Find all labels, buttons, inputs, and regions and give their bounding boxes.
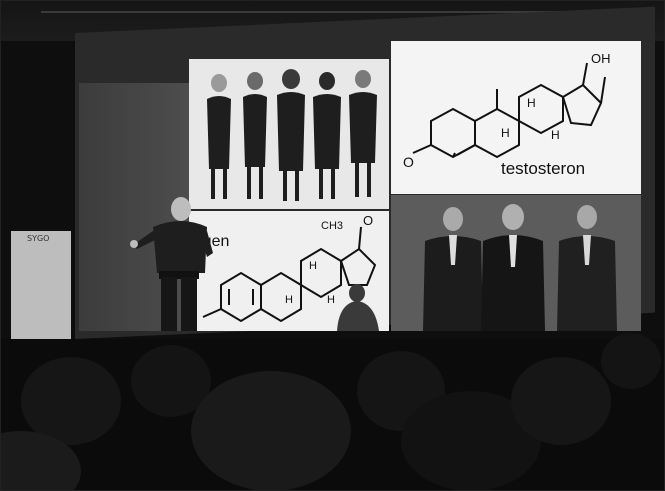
estrogen-methyl-label: CH3	[321, 220, 343, 232]
testosterone-oh-label: OH	[591, 51, 611, 66]
slide-panel-women	[189, 59, 389, 209]
ceiling-truss	[41, 11, 641, 13]
testosterone-label: testosteron	[501, 159, 586, 178]
women-group-photo	[189, 59, 389, 209]
slide-panel-testosterone: O OH H H H testosteron	[391, 41, 641, 194]
slide-panel-men	[391, 195, 641, 331]
speaker	[130, 197, 213, 331]
estrogen-molecule: CH3 O H H H	[202, 213, 379, 331]
side-banner	[11, 231, 71, 341]
testosterone-h-label: H	[551, 128, 560, 142]
testosterone-ketone-label: O	[403, 154, 414, 170]
testosterone-h-label: H	[501, 126, 510, 140]
estrogen-h-label: H	[327, 294, 335, 306]
estrogen-ketone-label: O	[363, 213, 373, 228]
estrogen-h-label: H	[309, 260, 317, 272]
testosterone-h-label: H	[527, 96, 536, 110]
side-banner-text: SYGO	[27, 234, 50, 243]
testosterone-molecule: O OH H H H	[403, 51, 611, 170]
men-group-photo	[391, 195, 641, 331]
slide-panel-estrogen: trogen CH3 O H H H	[189, 211, 389, 331]
estrogen-h-label: H	[285, 294, 293, 306]
audience-silhouettes	[1, 333, 664, 490]
